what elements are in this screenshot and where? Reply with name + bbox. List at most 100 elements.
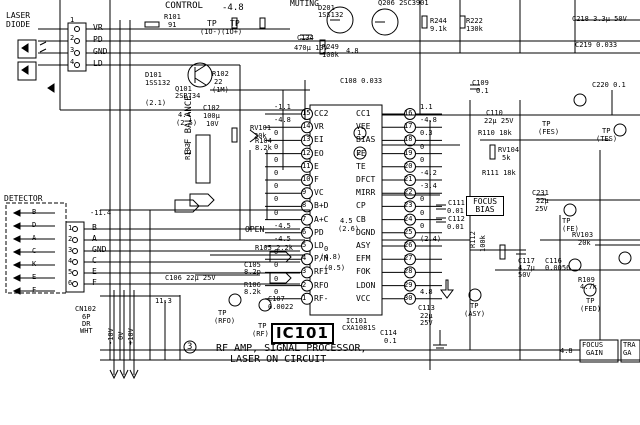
ef-balance-label: E-F BALANCE: [184, 95, 194, 155]
ic-left-pin-12: [301, 147, 313, 160]
focus-gain-line-2: GAIN: [586, 349, 603, 357]
ic-left-pin-name-13: EI: [314, 135, 324, 145]
detector-title: DETECTOR: [4, 194, 43, 203]
d101-part: 1SS132: [145, 79, 171, 87]
c107-val: 0.0022: [268, 303, 294, 311]
q101-transistor: [187, 62, 213, 88]
ic-right-pin-voltage-30: 4.8: [420, 287, 433, 296]
detector-connector: [65, 221, 85, 293]
c113-ref: C113: [418, 304, 435, 312]
arrow-shape-4: [269, 272, 292, 284]
ic-right-pin-name-19: FE: [356, 148, 366, 158]
cn102-spec-2: DR: [82, 320, 91, 328]
det-conn-num-6: 6: [68, 279, 73, 287]
cn102-ref: CN102: [75, 305, 97, 313]
r222-val: 130k: [466, 25, 483, 33]
ic-right-pin-num-17: 17: [404, 122, 413, 131]
r101-val: 91: [168, 21, 177, 29]
open-label: OPEN: [245, 225, 265, 234]
ic-right-pin-name-21: DFCT: [356, 175, 376, 184]
tp-fe-tp: TP: [562, 217, 571, 225]
c134-val: 470μ 10V: [294, 44, 328, 52]
laser-diode-symbol: [17, 39, 55, 93]
ic-left-pin-voltage-9: 0: [274, 182, 279, 191]
tra-line-2: GA: [623, 349, 632, 357]
v-4-8-b: (4.8): [320, 253, 342, 261]
control-label: CONTROL: [165, 1, 203, 11]
q101-part: 2SB734: [175, 92, 201, 100]
ic-left-pin-num-3: 3: [302, 267, 307, 276]
c117-ref: C117: [518, 257, 535, 265]
tp-asy-label: (ASY): [464, 310, 486, 318]
ic-right-pin-num-24: 24: [404, 214, 413, 223]
r109-ref: R109: [578, 276, 595, 284]
v-2-5: (2.5): [176, 119, 198, 127]
ic-left-pin-3: [301, 266, 313, 279]
c231-ref: C231: [532, 189, 549, 197]
c107-ref: C107: [268, 295, 285, 303]
ic-left-pin-name-9: VC: [314, 188, 324, 198]
v-4-8-bottom: 4.8: [560, 347, 573, 355]
focus-bias-line-1: FOCUS: [472, 197, 498, 206]
r102-unit: (1M): [212, 86, 229, 94]
r102-ref: R102: [212, 70, 229, 78]
rv104-val: 5k: [502, 154, 511, 162]
ic-left-pin-13: [301, 134, 313, 147]
det-conn-num-2: 2: [68, 235, 73, 243]
ic-left-pin-4: [301, 253, 313, 266]
ic-right-pin-num-20: 20: [404, 161, 413, 170]
c106-label: C106 22μ 25V: [165, 274, 216, 282]
callout-3-num: 3: [187, 342, 193, 352]
rv103-val: 20k: [578, 239, 591, 247]
c111-val: 0.01: [447, 207, 464, 215]
tp-circle-8: [258, 298, 272, 312]
d201-ref: D201: [318, 4, 335, 12]
det-input-e: E: [32, 273, 37, 281]
tra-line-1: TRA: [623, 341, 636, 349]
tp-asy-tp: TP: [470, 302, 479, 310]
ic-right-pin-num-21: 21: [404, 175, 413, 183]
r106-ref: R106: [244, 281, 261, 289]
ic-right-pin-name-17: VEE: [356, 122, 371, 132]
det-conn-num-4: 4: [68, 257, 73, 265]
tp-tes-label: (TES): [596, 135, 618, 143]
c108-label: C108 0.033: [340, 77, 383, 85]
ic-right-pin-18: [404, 134, 416, 147]
c220-label: C220 0.1: [592, 81, 626, 89]
ic-right-pin-voltage-25: 0: [420, 221, 425, 230]
r249-val: 100k: [322, 51, 339, 59]
c114-ref: C114: [380, 329, 397, 337]
ic-left-pin-num-5: 5: [302, 241, 307, 249]
ic-right-pin-voltage-16: 1.1: [420, 103, 433, 111]
tp-fes-tp: TP: [542, 120, 551, 128]
v-4-4: 4.4: [178, 111, 191, 119]
ic-left-pin-voltage-4: 0: [274, 248, 279, 257]
d101-ref: D101: [145, 71, 162, 79]
ic-left-pin-14: [301, 121, 313, 134]
d101-volt: (2.1): [145, 99, 167, 107]
tp-circle-9: [568, 258, 582, 272]
ic101-ref: IC101: [346, 317, 368, 325]
tp-rfo-label: (RFO): [214, 317, 236, 325]
ic-left-pin-name-6: PD: [314, 227, 324, 237]
tp-circle-3: [563, 203, 577, 217]
c116-ref: C116: [545, 257, 562, 265]
caption-line-1: RF AMP, SIGNAL PROCESSOR,: [216, 343, 367, 354]
rail-neg-11-4: -11.4: [90, 209, 112, 217]
c231-unit: 25V: [535, 205, 548, 213]
laser-pin-gnd: GND: [93, 47, 108, 56]
arrow-shape-2: [189, 193, 215, 207]
c109-val: 0.1: [476, 87, 489, 95]
ic-right-pin-num-19: 19: [404, 148, 413, 157]
tp-fed-label: (FED): [580, 305, 602, 313]
control-voltage: -4.8: [222, 3, 244, 13]
rail-0v: 0V: [117, 331, 125, 340]
ic-left-pin-num-8: 8: [302, 201, 307, 210]
ic-left-pin-num-15: 15: [302, 109, 311, 117]
ic-left-pin-name-8: B+D: [314, 201, 329, 211]
caption-line-2: LASER ON CIRCUIT: [230, 354, 327, 365]
rail-plus-10v: +10V: [127, 328, 135, 345]
ic-left-pin-9: [301, 187, 313, 200]
ic-left-pin-name-10: F: [314, 175, 319, 184]
cn102-spec-1: 6P: [82, 313, 91, 321]
